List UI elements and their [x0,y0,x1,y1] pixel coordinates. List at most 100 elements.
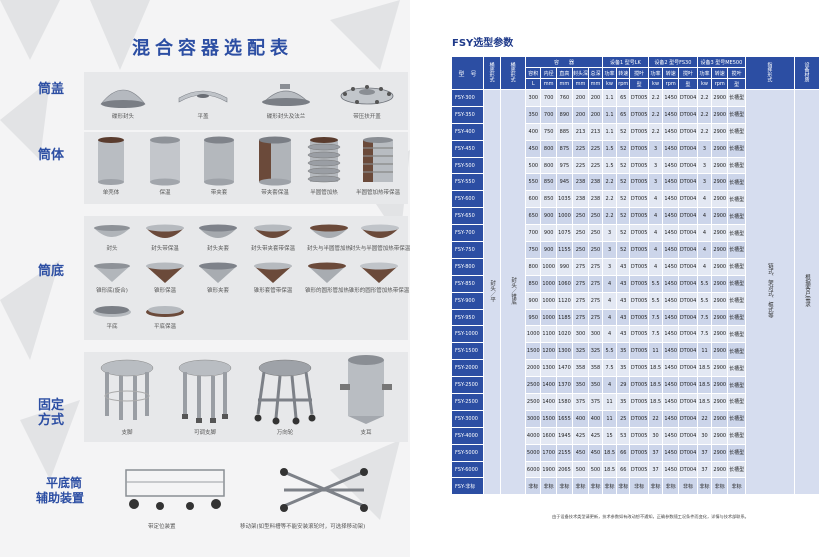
th-unit: 型 [727,78,746,90]
body-item: 带夹套保温 [246,136,304,196]
section-title-bottom: 筒底 [38,264,65,279]
table-cell: 1400 [540,393,557,411]
table-cell: 2.2 [696,89,713,107]
table-cell: 3 [601,241,618,259]
table-cell: 长槽型 [727,393,746,411]
table-cell: 900 [525,291,542,310]
table-cell: 650 [525,207,542,226]
table-cell: 4 [696,207,713,226]
support-lugs-icon [340,355,392,424]
table-cell: 250 [588,207,603,226]
table-cell: 2900 [711,426,729,445]
table-cell: 非标 [588,477,603,496]
table-cell: 长槽型 [727,241,746,259]
flat-lid-icon [178,90,228,103]
table-cell: 1500 [540,409,557,428]
table-cell: 长槽型 [727,89,746,107]
table-cell: DT004 [678,156,698,175]
th-sub: 转速 [616,67,631,79]
table-cell: 875 [555,139,573,158]
table-cell: 长槽型 [727,105,746,124]
merged-control: 链式、架对式、框式等 [744,88,795,496]
table-cell: 900 [540,207,557,226]
table-cell: 65 [616,105,631,124]
cover-item: 碟形封头 [92,80,154,120]
th-unit: mm [571,78,590,90]
left-page: 混合容器选配表 筒盖 碟形封头 平盖 碟形封头及法兰 带压扶开盖 筒体 单壳体 … [0,0,410,557]
table-cell: 长槽型 [727,274,746,293]
table-cell: DT005 [629,393,649,411]
table-cell: 1000 [540,274,557,293]
table-cell: 11 [601,393,618,411]
table-cell: 1060 [555,274,573,293]
adjustable-legs-icon [178,359,232,423]
table-cell: 4 [647,207,664,226]
table-cell: 1450 [662,291,680,310]
model-cell: FSY-850 [450,274,485,293]
table-cell: 700 [540,105,557,124]
th-unit: kw [647,78,664,90]
table-cell: 1450 [662,257,680,276]
table-cell: 375 [588,393,603,411]
body-item: 保温 [140,136,190,196]
table-cell: 52 [616,139,631,158]
table-cell: 890 [555,105,573,124]
model-cell: FSY-650 [450,207,485,226]
model-cell: FSY-450 [450,139,485,158]
table-cell: 65 [616,89,631,107]
table-cell: 7.5 [601,359,618,378]
table-cell: 950 [525,308,542,327]
table-cell: 1.5 [601,156,618,175]
table-cell: 500 [571,460,590,479]
table-cell: 长槽型 [727,409,746,428]
flat-bottom-icon [93,306,131,317]
table-cell: 700 [540,89,557,107]
table-cell: 800 [540,139,557,158]
table-cell: 750 [525,241,542,259]
th-dev2: 设备2 型号FS30 [647,56,698,68]
table-cell: DT004 [678,376,698,395]
table-cell: 550 [525,173,542,192]
table-cell: 1450 [662,207,680,226]
table-cell: 长槽型 [727,173,746,192]
model-cell: FSY-3000 [450,409,485,428]
table-cell: 900 [540,224,557,243]
single-shell-icon [98,137,124,185]
half-pipe-shell-icon [307,137,341,183]
table-cell: 1450 [662,325,680,344]
table-cell: 1000 [540,308,557,327]
dished-head-flange-icon [262,84,310,106]
table-cell: 300 [525,89,542,107]
th-sub: 搅叶 [629,67,649,79]
table-cell: 7.5 [696,308,713,327]
conical-bottom-jacket-insulated-icon [254,262,292,283]
th-sub: 功率 [696,67,713,79]
th-sub: 容积 [525,67,542,79]
positioning-cart-icon [125,469,225,510]
table-cell: 2900 [711,156,729,175]
conical-bottom-insulated-icon [146,262,184,283]
model-cell: FSY-800 [450,257,485,276]
table-cell: 225 [588,139,603,158]
table-cell: 4 [601,325,618,344]
table-cell: 2900 [711,224,729,243]
aux-note-1: 带定位装置 [148,524,176,530]
section-title-body: 筒体 [38,148,65,163]
table-cell: 2.2 [647,105,664,124]
table-cell: 990 [555,257,573,276]
table-cell: 15 [601,426,618,445]
model-cell: FSY-700 [450,224,485,243]
table-cell: 1450 [662,426,680,445]
pressure-lid-icon [340,85,394,105]
table-cell: 225 [571,139,590,158]
table-cell: DT005 [629,139,649,158]
table-cell: 5.5 [647,274,664,293]
table-cell: DT004 [678,291,698,310]
table-cell: 1500 [525,342,542,361]
